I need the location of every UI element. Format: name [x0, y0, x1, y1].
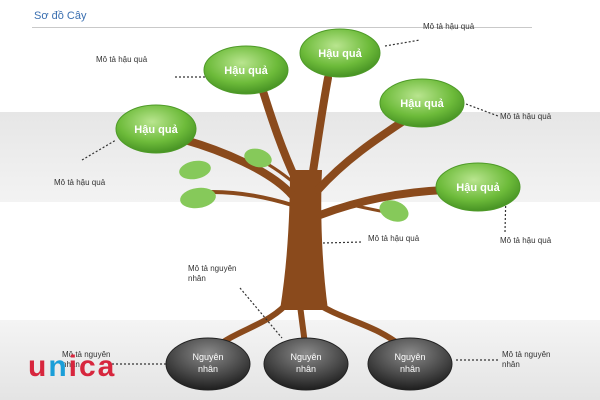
connector-lines	[81, 39, 507, 365]
cause-label-line1: Nguyên	[192, 352, 223, 362]
consequence-node-5: Hậu quả	[435, 162, 521, 212]
cause-node-1: Nguyên nhân	[165, 337, 251, 391]
consequence-description: Mô tả hậu quả	[368, 234, 420, 243]
unica-logo: unica	[28, 350, 116, 384]
consequence-node-3: Hậu quả	[115, 104, 197, 154]
cause-label-line1: Nguyên	[290, 352, 321, 362]
consequence-label: Hậu quả	[224, 65, 268, 77]
consequence-description: Mô tả hậu quả	[423, 22, 475, 31]
cause-description: Mô tả nguyên nhân	[188, 264, 237, 283]
consequence-label: Hậu quả	[318, 48, 362, 60]
consequence-node-2: Hậu quả	[299, 28, 381, 78]
title-divider	[32, 27, 532, 28]
diagram-title: Sơ đồ Cây	[34, 10, 87, 22]
consequence-label: Hậu quả	[134, 124, 178, 136]
consequence-description: Mô tả hậu quả	[500, 112, 552, 121]
cause-label-line2: nhân	[400, 364, 420, 374]
leaf	[379, 200, 409, 222]
tree-leaves	[179, 148, 409, 222]
cause-node-2: Nguyên nhân	[263, 337, 349, 391]
leaf	[180, 187, 216, 209]
consequence-description: Mô tả hậu quả	[500, 236, 552, 245]
logo-letters-ica: ica	[68, 350, 117, 383]
cause-label-line2: nhân	[296, 364, 316, 374]
consequence-node-4: Hậu quả	[379, 78, 465, 128]
consequence-description: Mô tả hậu quả	[54, 178, 106, 187]
logo-letter-u: u	[28, 350, 49, 383]
cause-label-line2: nhân	[198, 364, 218, 374]
consequence-label: Hậu quả	[400, 98, 444, 110]
cause-label-line1: Nguyên	[394, 352, 425, 362]
cause-description: Mô tả nguyên nhân	[62, 350, 111, 369]
tree-branches	[181, 74, 449, 219]
leaf	[179, 160, 211, 180]
consequence-node-1: Hậu quả	[203, 45, 289, 95]
consequence-description: Mô tả hậu quả	[96, 55, 148, 64]
cause-description: Mô tả nguyên nhân	[502, 350, 551, 369]
consequence-label: Hậu quả	[456, 182, 500, 194]
logo-letter-n: n	[48, 350, 69, 383]
leaf	[244, 148, 272, 168]
cause-node-3: Nguyên nhân	[367, 337, 453, 391]
